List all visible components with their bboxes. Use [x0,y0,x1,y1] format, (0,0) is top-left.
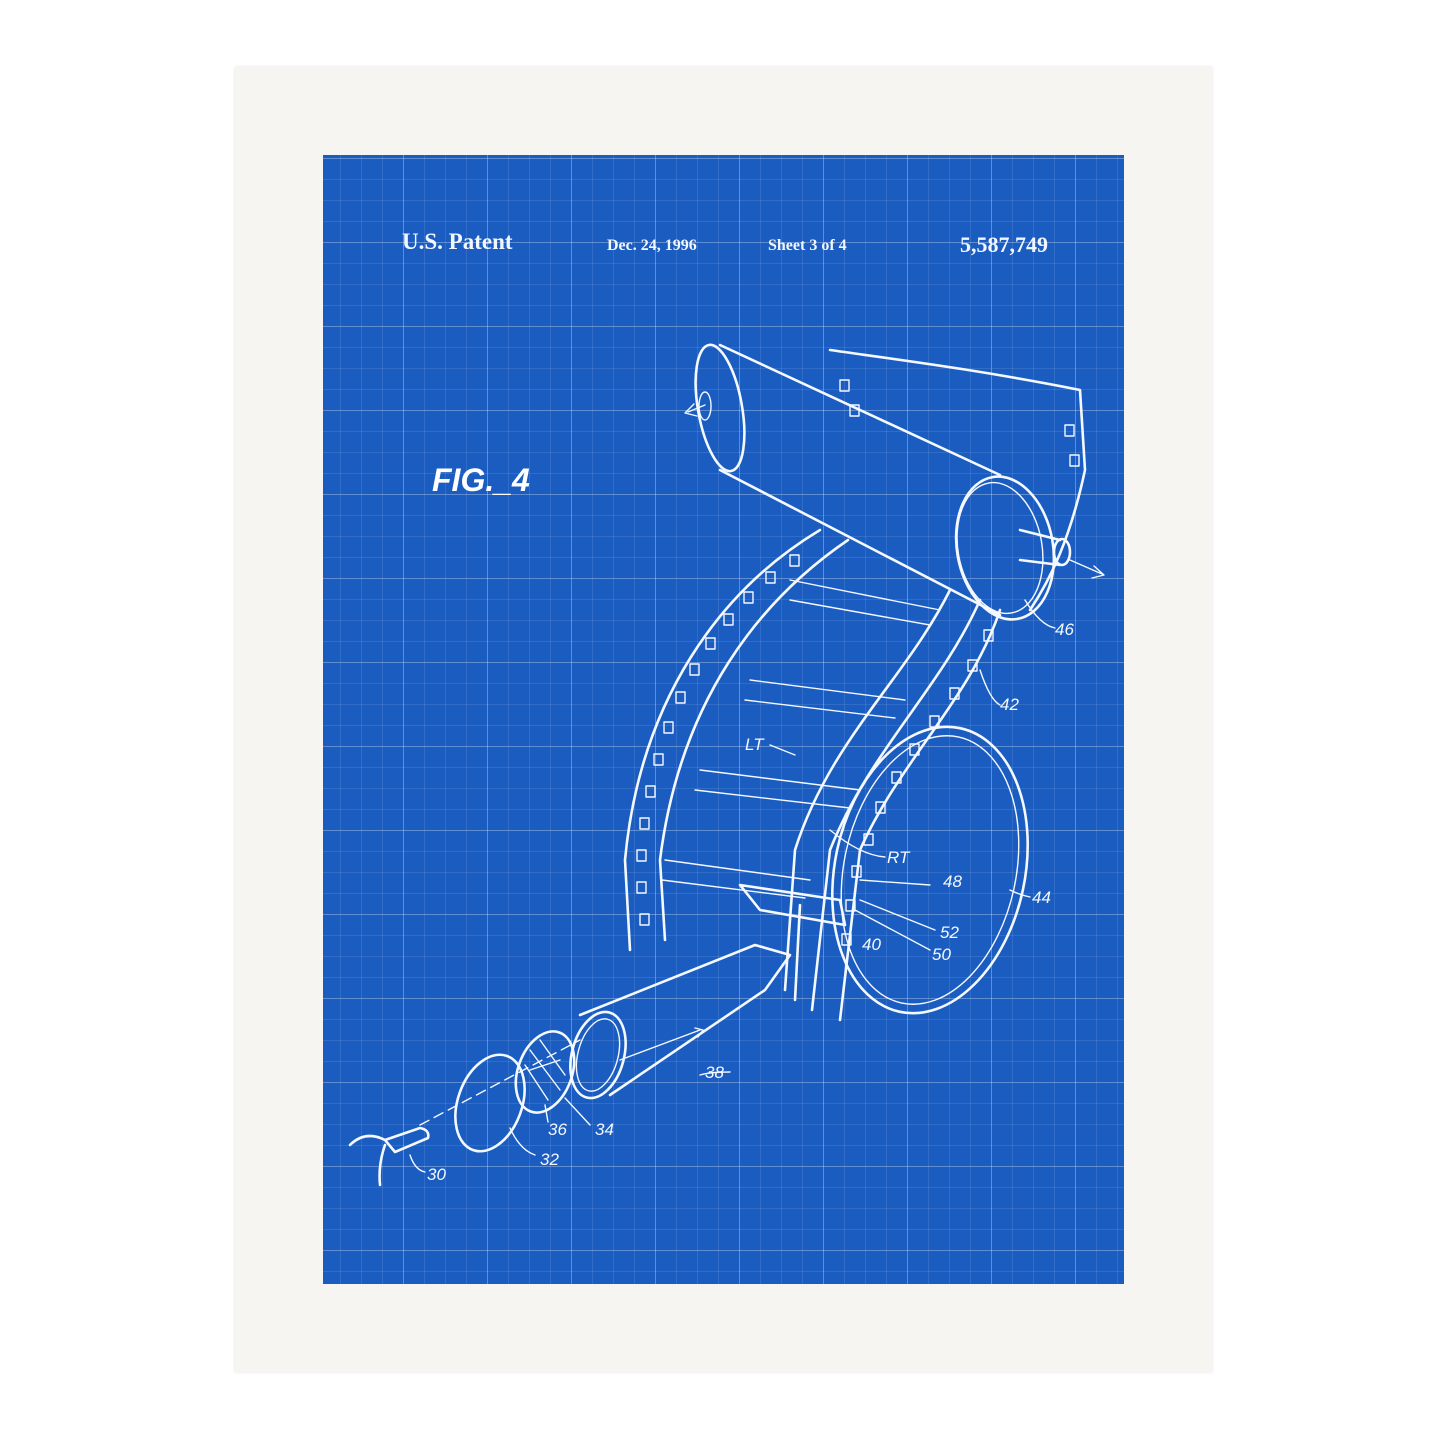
label-46: 46 [1055,620,1074,639]
clip [738,883,847,1002]
patent-date: Dec. 24, 1996 [607,237,697,254]
label-30: 30 [427,1165,446,1184]
label-48: 48 [943,872,962,891]
perforations [636,379,1080,946]
light-tube [569,943,792,1100]
film-strip [623,348,1087,1022]
label-RT: RT [887,848,911,867]
label-34: 34 [595,1120,614,1139]
blueprint-sheet [323,155,1124,1284]
label-50: 50 [932,945,951,964]
figure-title: FIG._4 [432,462,530,498]
sheet-number: Sheet 3 of 4 [768,237,847,254]
patent-number: 5,587,749 [960,232,1048,257]
label-38: 38 [705,1063,724,1082]
label-52: 52 [940,923,959,942]
filter-disc [514,1030,576,1114]
lens [454,1053,526,1153]
reference-labels: 46 42 LT RT 48 44 52 50 40 38 36 34 32 3… [427,620,1074,1184]
label-44: 44 [1032,888,1051,907]
label-36: 36 [548,1120,567,1139]
label-42: 42 [1000,695,1019,714]
patent-label: U.S. Patent [402,229,513,254]
bulb [348,1126,430,1187]
ring [831,725,1029,1015]
label-32: 32 [540,1150,559,1169]
label-40: 40 [862,935,881,954]
roller [684,343,1105,621]
label-LT: LT [745,735,765,754]
